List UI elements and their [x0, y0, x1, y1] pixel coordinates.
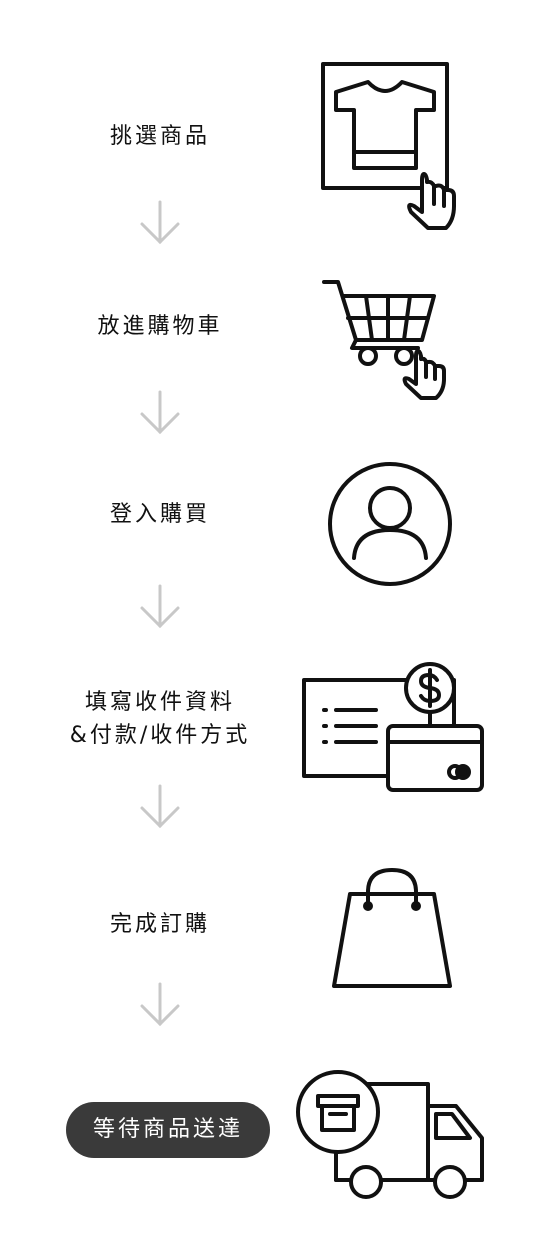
delivery-truck-icon	[296, 1068, 488, 1204]
step-1-label: 挑選商品	[109, 124, 210, 149]
shopping-cart-click-icon	[318, 276, 458, 408]
arrow-down-icon	[138, 390, 182, 436]
shopping-bag-icon	[330, 866, 454, 992]
step-4-label: 填寫收件資料 &付款/收件方式	[60, 686, 260, 752]
step-4-label-line-1: 填寫收件資料	[84, 690, 235, 715]
arrow-down-icon	[138, 200, 182, 246]
step-3-label: 登入購買	[109, 502, 210, 527]
step-6-label-pill: 等待商品送達	[66, 1102, 270, 1158]
arrow-down-icon	[138, 784, 182, 830]
checkout-payment-icon	[300, 660, 488, 796]
step-5-label: 完成訂購	[109, 912, 210, 937]
arrow-down-icon	[138, 982, 182, 1028]
user-icon	[326, 460, 454, 588]
step-2-label: 放進購物車	[97, 314, 223, 339]
arrow-down-icon	[138, 584, 182, 630]
step-4-label-line-2: &付款/收件方式	[69, 723, 251, 748]
tshirt-click-icon	[318, 60, 463, 235]
